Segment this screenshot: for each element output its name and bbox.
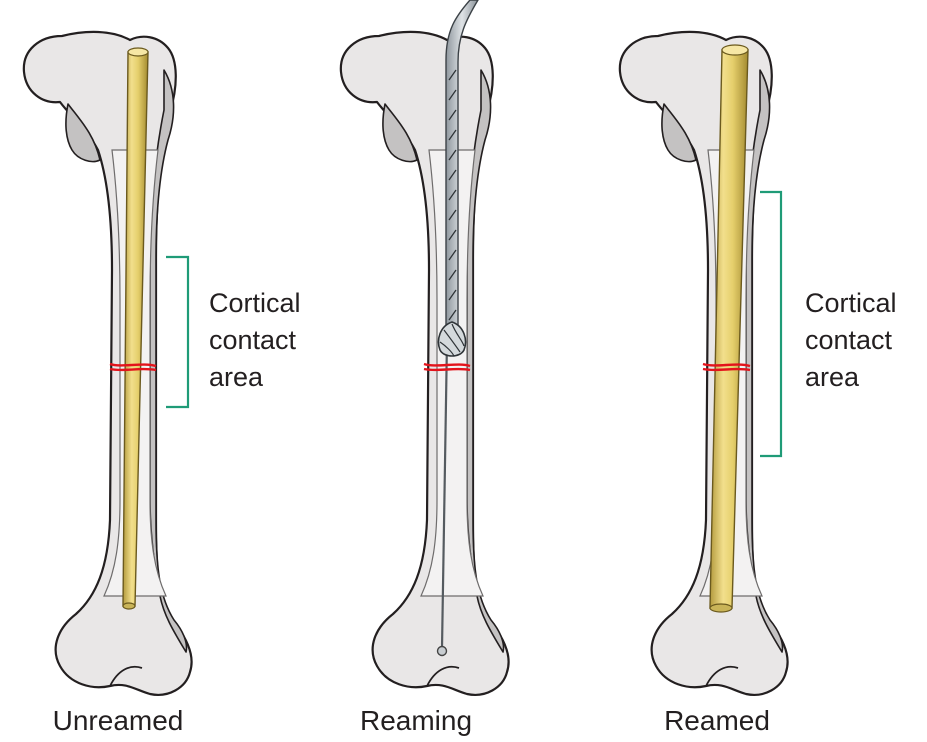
fracture-line xyxy=(110,364,156,366)
panel-unreamed: Cortical contact area Unreamed xyxy=(24,32,308,736)
contact-area-label: Cortical contact area xyxy=(805,288,904,392)
contact-area-label: Cortical contact area xyxy=(209,288,308,392)
guide-wire-tip xyxy=(438,647,447,656)
annotation-line-2: contact xyxy=(209,325,297,355)
contact-area-bracket xyxy=(760,192,781,456)
contact-area-bracket xyxy=(166,257,188,407)
caption-reamed: Reamed xyxy=(664,705,770,736)
fracture-line xyxy=(424,364,470,366)
annotation-line-1: Cortical xyxy=(805,288,897,318)
panel-reamed: Cortical contact area Reamed xyxy=(620,32,904,736)
annotation-line-3: area xyxy=(805,362,860,392)
annotation-line-3: area xyxy=(209,362,264,392)
annotation-line-1: Cortical xyxy=(209,288,301,318)
annotation-line-2: contact xyxy=(805,325,893,355)
fracture-line-lower xyxy=(424,369,470,370)
caption-unreamed: Unreamed xyxy=(53,705,184,736)
femur-bone-unreamed xyxy=(24,32,192,695)
panel-reaming: Reaming xyxy=(341,0,509,736)
fracture-line-lower xyxy=(703,369,750,370)
fracture-line xyxy=(703,364,750,366)
caption-reaming: Reaming xyxy=(360,705,472,736)
fracture-line-lower xyxy=(110,369,156,370)
